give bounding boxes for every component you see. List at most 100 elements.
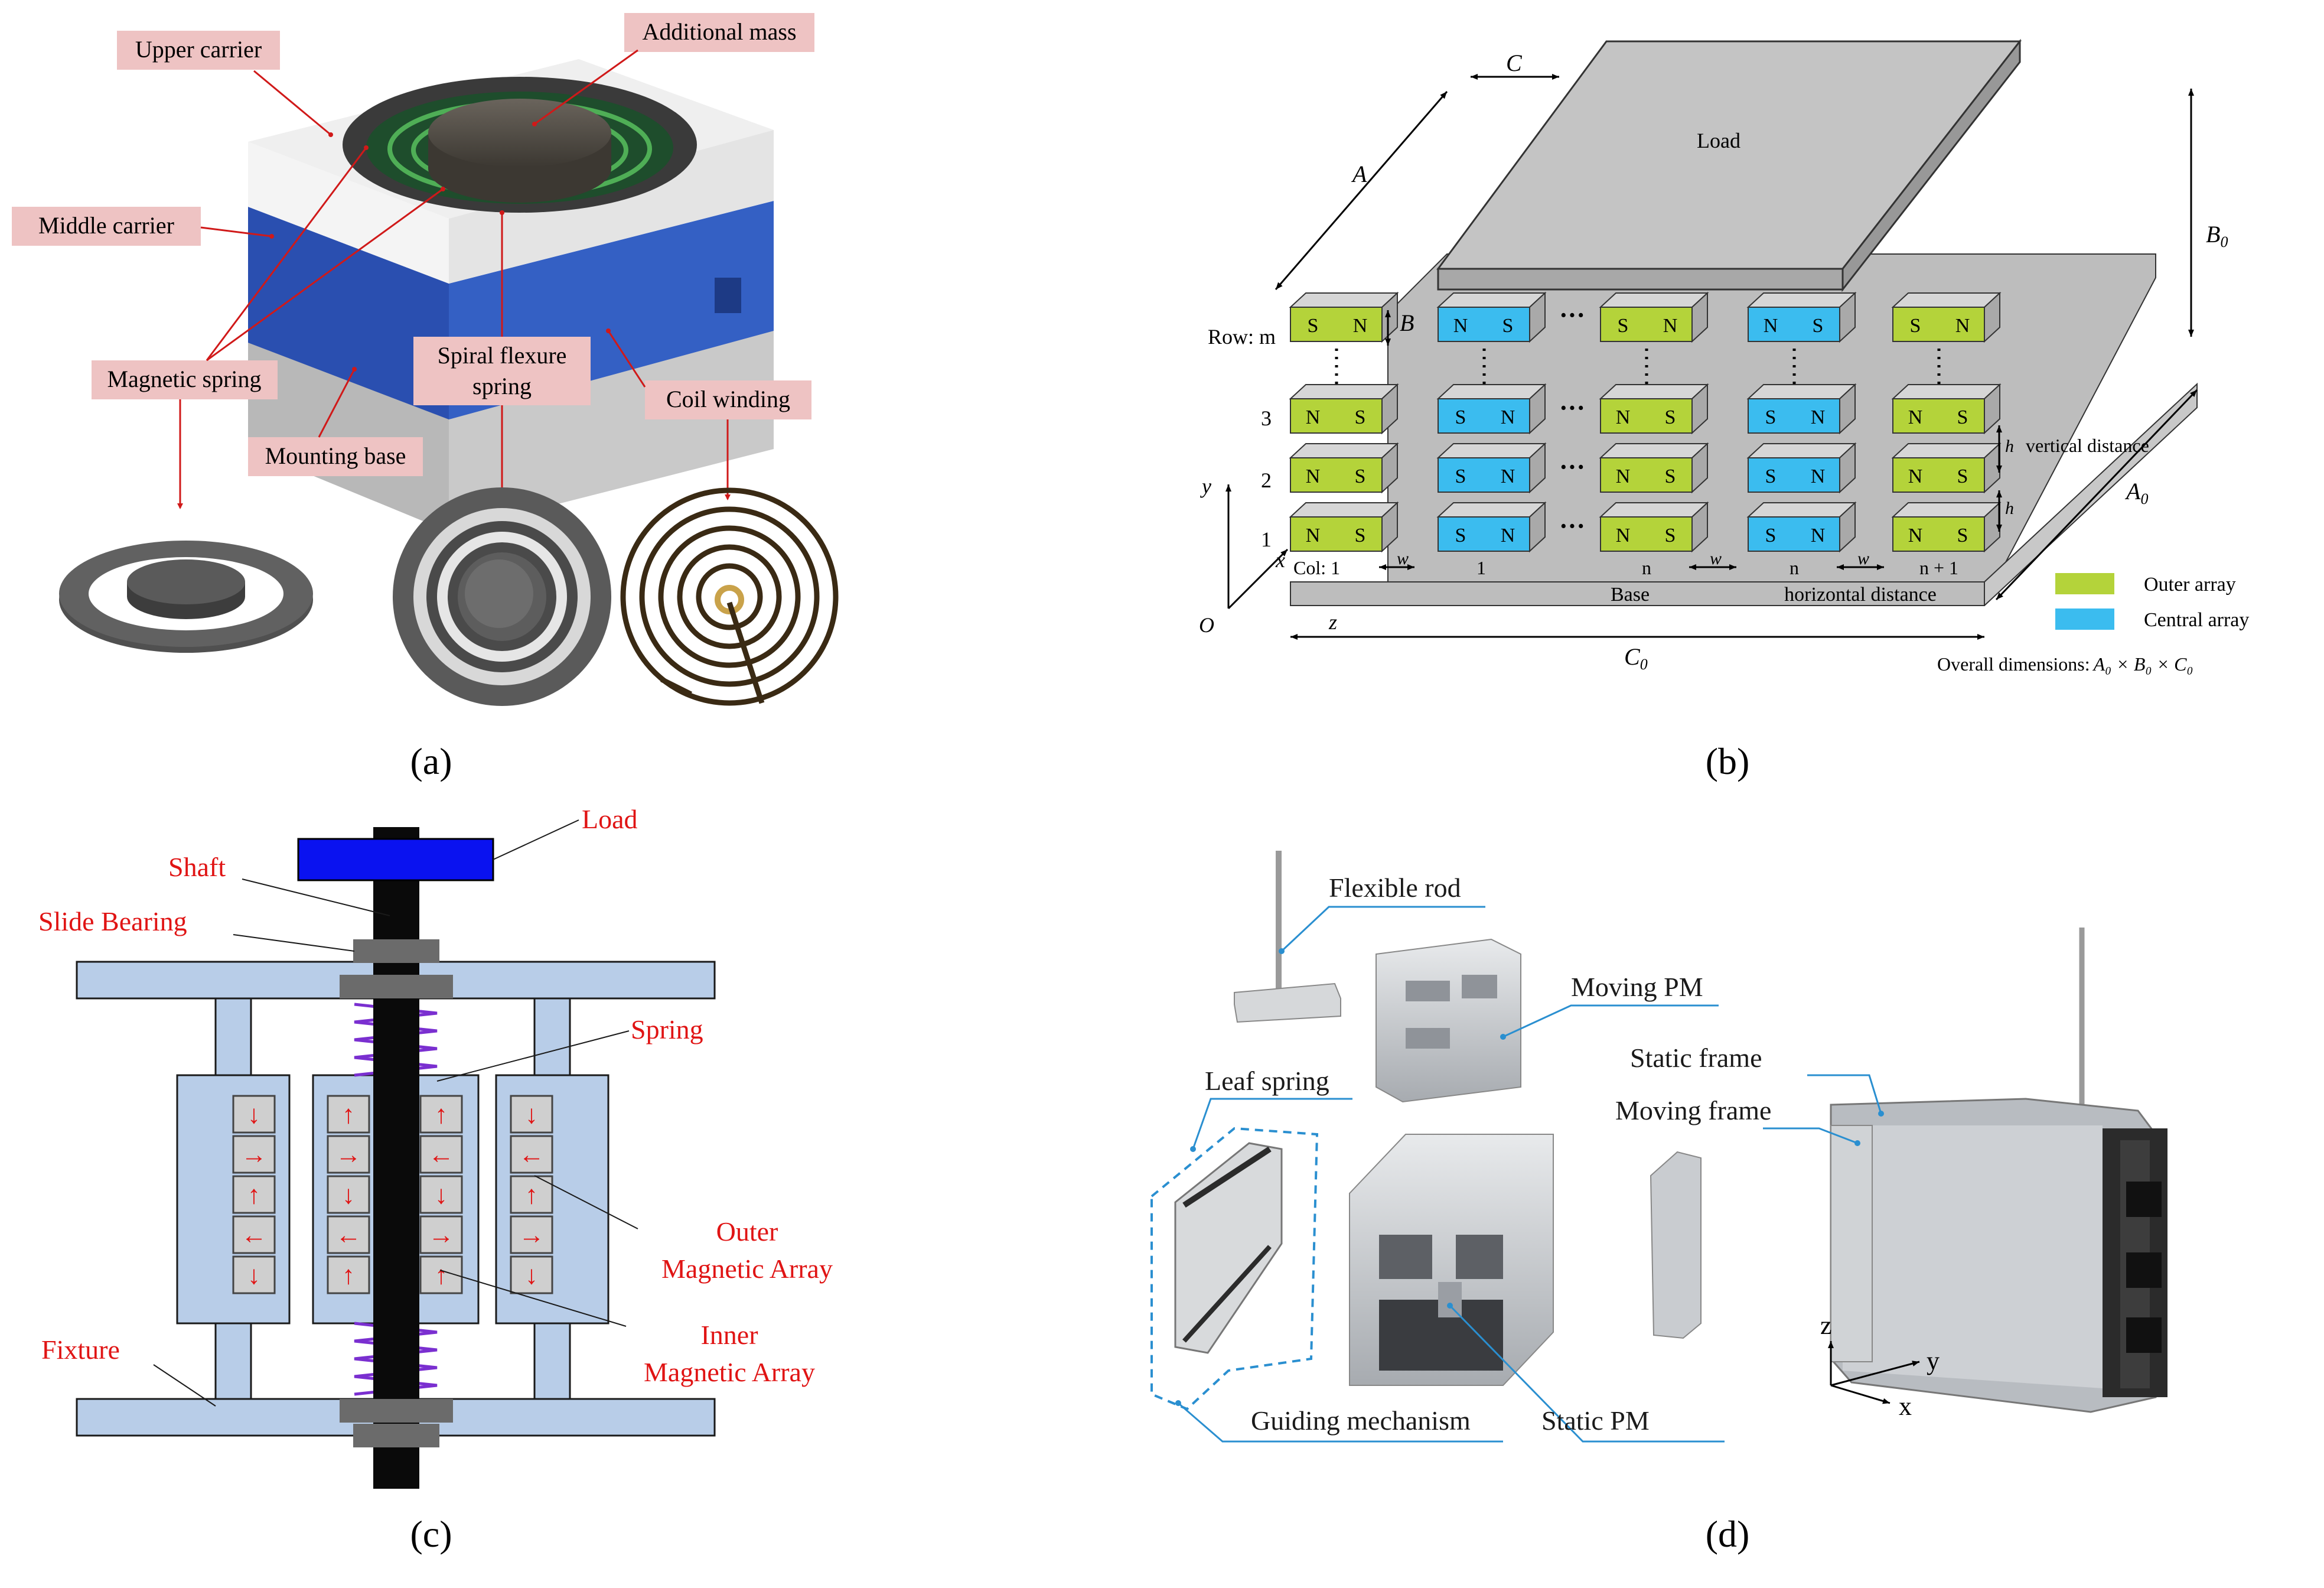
upper-carrier-label: Upper carrier — [135, 36, 262, 63]
pole-label: N — [1616, 466, 1631, 487]
outer-array-magnet — [1892, 457, 1985, 493]
col-2-label: 1 — [1476, 557, 1486, 578]
panel-b-axes — [1225, 484, 1289, 610]
magnetization-arrow: ↑ — [435, 1100, 448, 1129]
pole-label: N — [1908, 525, 1923, 546]
flexible-rod-label: Flexible rod — [1329, 873, 1461, 903]
outer-array-magnet — [1600, 307, 1693, 342]
pole-label: S — [1910, 315, 1921, 337]
magnetization-arrow: → — [241, 1140, 267, 1169]
magnet-cell — [232, 1255, 276, 1294]
magnetic-spring-label: Magnetic spring — [107, 366, 261, 392]
panel-b-dimensions — [1275, 74, 2198, 640]
coil-winding-label: Coil winding — [666, 386, 790, 412]
pole-label: N — [1764, 315, 1778, 337]
dim-c0-label: C0 — [1624, 643, 1648, 673]
spring-label: Spring — [631, 1014, 703, 1044]
magnetization-arrow: ← — [428, 1140, 454, 1169]
central-array-magnet — [1748, 516, 1840, 552]
moving-frame-label: Moving frame — [1615, 1095, 1771, 1125]
label-box-upper-carrier — [117, 31, 280, 70]
pole-label: S — [1813, 315, 1824, 337]
magnetization-arrow: ↑ — [525, 1180, 538, 1209]
magnet-block-top — [1436, 502, 1547, 518]
outer-array-magnet — [1290, 398, 1383, 434]
guiding-mechanism-label: Guiding mechanism — [1251, 1405, 1471, 1436]
horizontal-distance-label: horizontal distance — [1784, 584, 1937, 606]
pole-label: N — [1616, 525, 1631, 546]
outer-array-magnet — [1892, 398, 1985, 434]
pole-label: S — [1502, 315, 1514, 337]
axis-y-label: y — [1200, 474, 1211, 498]
fixture-label: Fixture — [41, 1335, 120, 1365]
row-2-label: 2 — [1261, 468, 1272, 492]
axis-x-label: x — [1275, 548, 1285, 572]
magnet-cell — [327, 1215, 370, 1254]
pole-label: N — [1306, 406, 1321, 428]
magnet-block-top — [1599, 443, 1709, 458]
spiral-spring-label-line1: Spiral flexure — [438, 342, 567, 369]
load-label-c: Load — [582, 804, 638, 834]
magnetization-arrow: ↓ — [525, 1261, 538, 1290]
dim-w-label-2: w — [1710, 549, 1722, 568]
central-array-magnet — [1438, 307, 1530, 342]
static-pm-part — [1349, 1134, 1554, 1386]
pole-label: S — [1355, 466, 1366, 487]
magnet-block-top — [1599, 502, 1709, 518]
panel-d-leaders — [1175, 906, 1884, 1443]
magnet-block-top — [1746, 292, 1857, 308]
magnetization-arrow: ← — [335, 1221, 361, 1249]
pole-label: S — [1957, 406, 1968, 428]
pole-label: S — [1308, 315, 1319, 337]
shaft-label: Shaft — [168, 852, 226, 882]
col-5-label: n + 1 — [1919, 557, 1958, 578]
pole-label: S — [1455, 406, 1466, 428]
outer-array-magnet — [1892, 307, 1985, 342]
central-array-magnet — [1748, 457, 1840, 493]
label-box-spiral-spring — [413, 337, 591, 405]
magnetization-arrow: ↑ — [342, 1261, 355, 1290]
pole-label: S — [1355, 406, 1366, 428]
magnet-block-top — [1891, 443, 2002, 458]
pole-label: S — [1665, 466, 1676, 487]
panel-b-legend: Outer array Central array Overall dimens… — [1937, 573, 2249, 675]
pole-label: S — [1665, 406, 1676, 428]
load-block-c — [297, 838, 494, 881]
end-plate-part — [1650, 1151, 1702, 1339]
magnetization-arrow: ↓ — [342, 1180, 355, 1209]
pole-label: S — [1455, 525, 1466, 546]
spiral-spring-label-line2: spring — [472, 373, 532, 399]
label-box-middle-carrier — [12, 207, 201, 246]
magnet-cell — [419, 1215, 463, 1254]
magnet-block-top — [1891, 292, 2002, 308]
panel-c-leaders — [153, 819, 638, 1407]
spiral-flexure-part — [393, 487, 611, 706]
magnet-cell — [232, 1135, 276, 1174]
outer-array-magnet — [1600, 516, 1693, 552]
magnet-block-top — [1746, 443, 1857, 458]
magnet-cell — [419, 1175, 463, 1214]
magnet-cell — [419, 1095, 463, 1134]
pole-label: S — [1665, 525, 1676, 546]
pole-label: N — [1955, 315, 1970, 337]
pole-label: N — [1616, 406, 1631, 428]
vertical-distance-label: vertical distance — [2026, 435, 2149, 456]
pole-label: N — [1306, 525, 1321, 546]
magnet-block-top — [1746, 502, 1857, 518]
panel-a: Upper carrier Additional mass Middle car… — [12, 13, 839, 782]
pole-label: S — [1765, 406, 1777, 428]
magnet-block-top — [1891, 502, 2002, 518]
outer-array-magnet — [1892, 516, 1985, 552]
dim-c-label: C — [1506, 50, 1523, 76]
flexible-rod-part — [1234, 851, 1341, 1023]
magnet-block-top — [1436, 292, 1547, 308]
pole-label: N — [1353, 315, 1368, 337]
middle-carrier-side-left — [248, 207, 449, 419]
panel-d: Flexible rod Moving PM Leaf spring Stati… — [1150, 851, 2167, 1555]
outer-array-label-line1: Outer — [716, 1216, 778, 1247]
magnetic-spring-part — [59, 541, 313, 653]
central-array-magnet — [1748, 307, 1840, 342]
